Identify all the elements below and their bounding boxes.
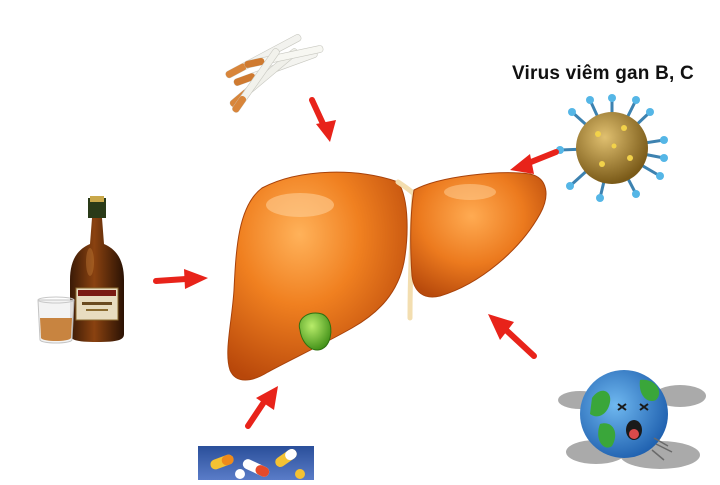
- arrow-from-pollution: [488, 314, 537, 359]
- virus-icon: [556, 94, 668, 202]
- arrow-from-cigarettes: [309, 97, 336, 142]
- arrow-from-alcohol: [153, 269, 208, 289]
- arrow-from-virus: [510, 149, 559, 174]
- liver-highlight-2: [444, 184, 496, 200]
- cigarettes-icon: [225, 34, 324, 113]
- liver-highlight: [266, 193, 334, 217]
- pills-icon: [198, 446, 314, 480]
- virus-label: Virus viêm gan B, C: [512, 63, 694, 84]
- arrow-from-medication: [245, 386, 278, 429]
- liquor-bottle-icon: [37, 196, 124, 344]
- liver-illustration: [227, 171, 547, 381]
- polluted-earth-icon: [558, 370, 706, 469]
- gallbladder: [298, 312, 332, 351]
- liver-left-lobe: [410, 172, 547, 298]
